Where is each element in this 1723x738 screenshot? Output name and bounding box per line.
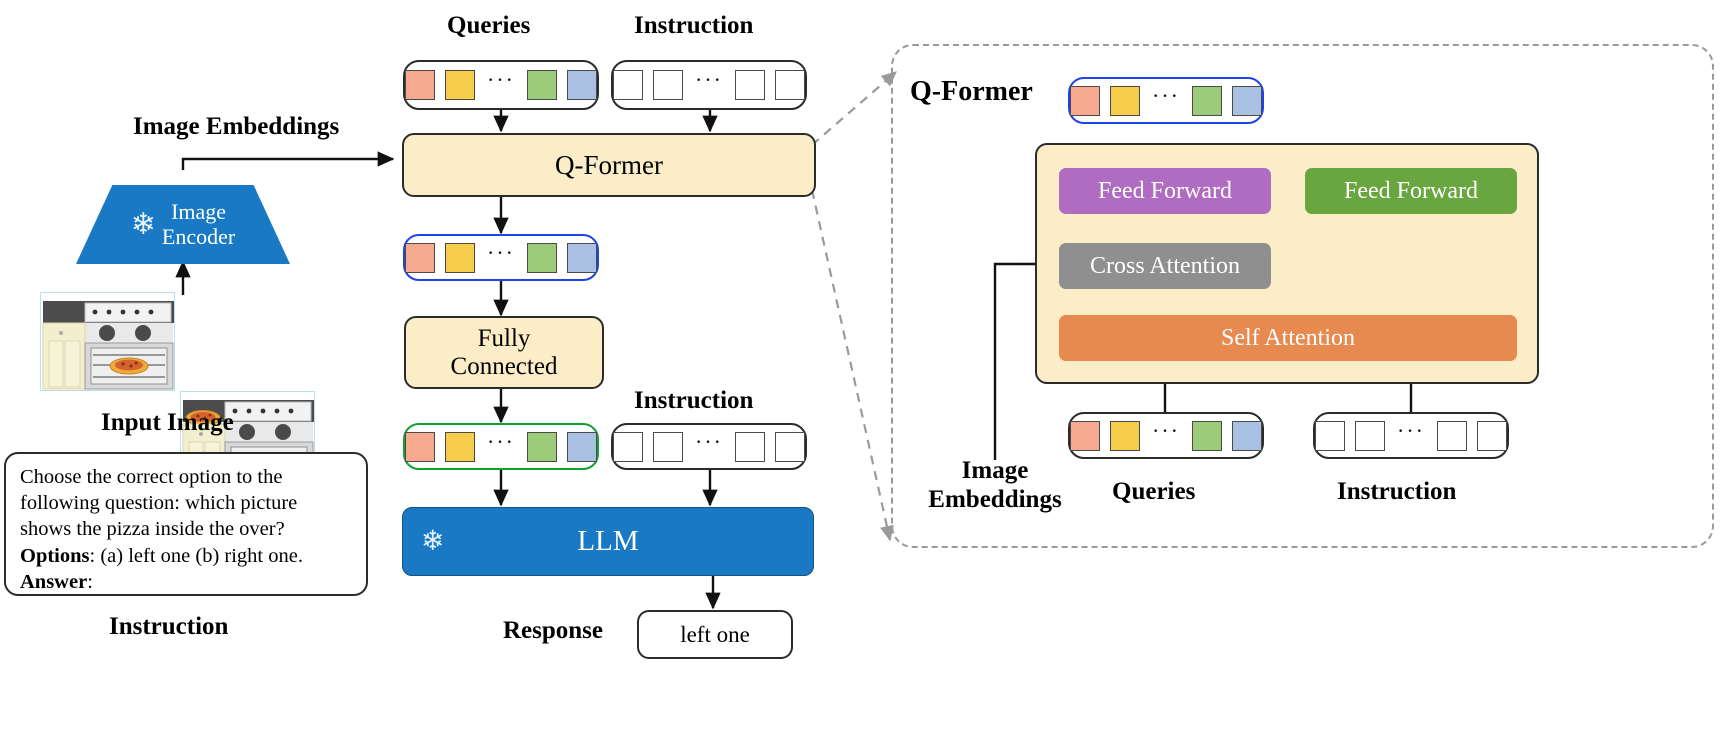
qformer-detail-output-tokens[interactable]: ··· [1068,77,1264,124]
qformer-panel-title: Q-Former [910,76,1033,107]
image-encoder-block[interactable]: ❄ Image Encoder [76,185,290,264]
output-token-2 [1110,85,1140,116]
output-token-4 [1231,85,1262,116]
query-token-4 [566,70,597,100]
llm-token-4 [566,431,597,462]
answer-label: Answer [20,570,88,593]
instruction-token-4 [774,70,805,100]
instruction-token-2 [653,431,683,462]
ellipsis: ··· [695,428,723,454]
ellipsis: ··· [487,428,515,454]
qformer-block[interactable]: Q-Former [402,133,816,197]
cross-attention-label: Cross Attention [1089,252,1240,279]
instruction-line-2: following question: which picture [20,492,298,515]
qformer-output-token-strip[interactable]: ··· [403,234,599,281]
query-token-4 [1231,420,1262,451]
self-attention-label: Self Attention [1221,324,1355,351]
instruction-line-3: shows the pizza inside the over? [20,518,285,541]
ellipsis: ··· [1152,417,1180,443]
answer-value: : [87,570,93,593]
cross-attention-block[interactable]: Cross Attention [1059,243,1271,289]
fully-connected-line-2: Connected [450,352,558,380]
snowflake-icon: ❄ [130,207,156,241]
input-image-left[interactable] [40,292,175,391]
fully-connected-line-1: Fully [477,324,531,352]
instruction-token-3 [734,70,765,100]
feed-forward-right-block[interactable]: Feed Forward [1305,168,1517,214]
qformer-detail-instruction[interactable]: ··· [1313,412,1509,459]
query-token-1 [1070,420,1100,451]
instruction-answer-line: Answer: [20,569,352,595]
llm-token-3 [526,431,557,462]
ellipsis: ··· [487,239,515,265]
response-label: Response [503,617,604,644]
queries-token-strip-top[interactable]: ··· [403,60,599,110]
right-instruction-label: Instruction [1337,478,1457,505]
self-attention-block[interactable]: Self Attention [1059,315,1517,361]
instruction-token-1 [613,70,643,100]
qformer-detail-queries[interactable]: ··· [1068,412,1264,459]
feed-forward-left-block[interactable]: Feed Forward [1059,168,1271,214]
query-token-3 [1191,420,1222,451]
snowflake-icon: ❄ [421,525,445,557]
query-token-2 [1110,420,1140,451]
instruction-token-4 [1476,420,1507,451]
options-label: Options [20,544,90,567]
ellipsis: ··· [695,67,723,92]
instruction-label-mid: Instruction [634,387,754,414]
response-box[interactable]: left one [637,610,793,659]
qformer-detail-panel [891,44,1714,548]
right-image-embeddings-label: Image Embeddings [928,457,1062,513]
instruction-token-1 [1315,420,1345,451]
qformer-label: Q-Former [555,149,663,180]
output-token-1 [1070,85,1100,116]
instruction-line-1: Choose the correct option to the [20,466,283,488]
instruction-text-box[interactable]: Choose the correct option to the followi… [4,452,368,596]
query-token-2 [445,70,475,100]
instruction-token-2 [653,70,683,100]
right-queries-label: Queries [1112,478,1196,505]
instruction-token-strip-top[interactable]: ··· [611,60,807,110]
instruction-token-1 [613,431,643,462]
options-value: : (a) left one (b) right one. [89,544,303,567]
instruction-token-3 [734,431,765,462]
image-encoder-label: Image Encoder [161,198,236,249]
image-embeddings-label: Image Embeddings [133,113,340,140]
llm-token-1 [405,431,435,462]
output-token-2 [445,242,475,273]
output-token-4 [566,242,597,273]
response-value: left one [680,621,750,647]
instruction-caption: Instruction [109,613,229,640]
output-token-1 [405,242,435,273]
query-token-1 [405,70,435,100]
feed-forward-left-label: Feed Forward [1098,177,1232,204]
input-image-label: Input Image [101,409,234,436]
queries-label-top: Queries [447,12,531,39]
llm-block[interactable]: ❄ LLM [402,507,814,576]
query-token-3 [526,70,557,100]
fully-connected-block[interactable]: Fully Connected [404,316,604,389]
instruction-token-2 [1355,420,1385,451]
ellipsis: ··· [487,67,515,92]
instruction-token-4 [774,431,805,462]
instruction-token-3 [1436,420,1467,451]
llm-input-token-strip[interactable]: ··· [403,423,599,470]
llm-label: LLM [577,525,639,557]
instruction-options-line: Options: (a) left one (b) right one. [20,543,352,569]
instruction-token-strip-mid[interactable]: ··· [611,423,807,470]
feed-forward-right-label: Feed Forward [1344,177,1478,204]
output-token-3 [526,242,557,273]
instruction-label-top: Instruction [634,12,754,39]
ellipsis: ··· [1152,82,1180,108]
output-token-3 [1191,85,1222,116]
ellipsis: ··· [1397,417,1425,443]
llm-token-2 [445,431,475,462]
